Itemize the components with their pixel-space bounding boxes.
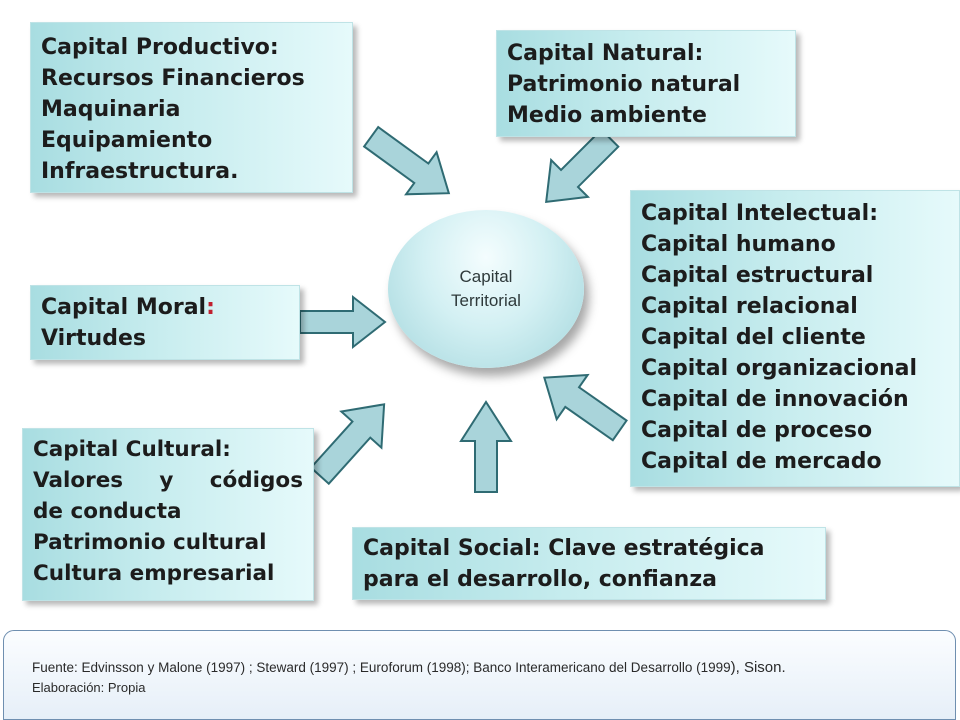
intelectual-item: Capital organizacional	[641, 356, 917, 381]
intelectual-item: Capital humano	[641, 232, 836, 257]
productivo-item: Infraestructura.	[41, 159, 239, 184]
cultural-title: Capital Cultural:	[33, 437, 231, 462]
cultural-item: Cultura empresarial	[33, 561, 275, 586]
footer-source-main: Fuente: Edvinsson y Malone (1997) ; Stew…	[32, 660, 731, 675]
center-line-2: Territorial	[451, 291, 521, 310]
cultural-item: Patrimonio cultural	[33, 530, 267, 555]
productivo-item: Equipamiento	[41, 128, 213, 153]
intelectual-item: Capital de proceso	[641, 418, 873, 443]
capital-social-box: Capital Social: Clave estratégica para e…	[352, 527, 826, 600]
capital-territorial-node: Capital Territorial	[388, 210, 584, 368]
natural-title: Capital Natural:	[507, 41, 704, 66]
moral-title-text: Capital Moral	[41, 295, 207, 320]
arrow-social	[459, 400, 513, 493]
footer-credit: Elaboración: Propia	[32, 680, 146, 695]
cultural-item: de conducta	[33, 499, 182, 524]
center-line-1: Capital	[459, 267, 513, 286]
natural-item: Patrimonio natural	[507, 72, 741, 97]
footer-source-panel: Fuente: Edvinsson y Malone (1997) ; Stew…	[3, 630, 956, 720]
capital-moral-box: Capital Moral: Virtudes	[30, 285, 300, 360]
moral-title: Capital Moral:	[41, 292, 289, 323]
natural-item: Medio ambiente	[507, 103, 707, 128]
social-item: para el desarrollo, confianza	[363, 567, 717, 592]
intelectual-item: Capital estructural	[641, 263, 874, 288]
moral-title-colon: :	[206, 295, 215, 320]
productivo-title: Capital Productivo:	[41, 35, 279, 60]
footer-source: Fuente: Edvinsson y Malone (1997) ; Stew…	[32, 658, 945, 678]
social-title: Capital Social: Clave estratégica	[363, 536, 765, 561]
intelectual-item: Capital del cliente	[641, 325, 866, 350]
intelectual-item: Capital de innovación	[641, 387, 909, 412]
productivo-item: Maquinaria	[41, 97, 181, 122]
capital-productivo-box: Capital Productivo: Recursos Financieros…	[30, 22, 353, 193]
capital-intelectual-box: Capital Intelectual: Capital humano Capi…	[630, 190, 960, 487]
capital-cultural-box: Capital Cultural: Valores y códigos de c…	[22, 428, 314, 601]
arrow-cultural	[309, 403, 386, 486]
intelectual-title: Capital Intelectual:	[641, 201, 878, 226]
moral-item: Virtudes	[41, 326, 146, 351]
capital-natural-box: Capital Natural: Patrimonio natural Medi…	[496, 30, 796, 137]
productivo-item: Recursos Financieros	[41, 66, 305, 91]
arrow-moral	[299, 294, 387, 350]
footer-source-tail: ), Sison.	[730, 659, 786, 676]
arrow-intelectual	[543, 373, 628, 442]
cultural-item: Valores y códigos	[33, 468, 303, 493]
intelectual-item: Capital de mercado	[641, 449, 882, 474]
intelectual-item: Capital relacional	[641, 294, 858, 319]
arrow-productivo	[362, 125, 451, 196]
